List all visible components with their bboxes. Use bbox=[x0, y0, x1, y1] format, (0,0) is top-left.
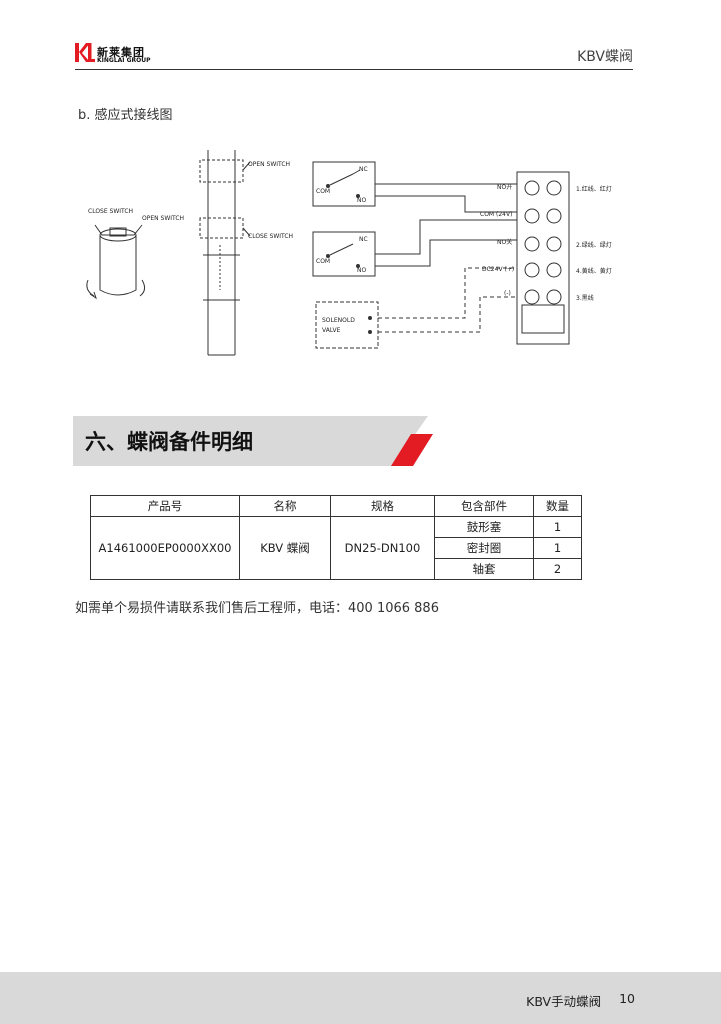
cell-component: 轴套 bbox=[434, 558, 534, 580]
label-minus: (-) bbox=[504, 290, 511, 297]
table-row: 密封圈 1 bbox=[91, 537, 582, 559]
sensor-shaft-sketch bbox=[199, 150, 251, 356]
page-number: 10 bbox=[619, 991, 635, 1006]
col-qty: 数量 bbox=[533, 495, 582, 517]
col-product-no: 产品号 bbox=[90, 495, 240, 517]
cell-qty: 2 bbox=[533, 558, 582, 580]
footer-label: KBV手动蝶阀 bbox=[526, 994, 602, 1009]
banner-background bbox=[73, 416, 433, 466]
col-spec: 规格 bbox=[330, 495, 435, 517]
label-no-close: NO关 bbox=[497, 238, 512, 246]
label-no-2: NO bbox=[357, 267, 366, 274]
label-no-1: NO bbox=[357, 197, 366, 204]
section-b-heading: b. 感应式接线图 bbox=[78, 108, 173, 123]
label-wire-3: 3.黑线 bbox=[576, 294, 594, 302]
cell-product-no: A1461000EP0000XX00 bbox=[90, 516, 240, 580]
label-nc-1: NC bbox=[359, 166, 368, 173]
label-close-switch-small: CLOSE SWITCH bbox=[88, 208, 133, 215]
label-solenoid-1: SOLENOLD bbox=[322, 317, 355, 324]
table-row: A1461000EP0000XX00 KBV 蝶阀 DN25-DN100 鼓形塞… bbox=[90, 516, 582, 580]
label-close-switch: CLOSE SWITCH bbox=[248, 233, 293, 240]
label-com-1: COM bbox=[316, 188, 330, 195]
label-no-open: NO开 bbox=[497, 184, 512, 191]
col-name: 名称 bbox=[239, 495, 331, 517]
table-header-row: 产品号 名称 规格 包含部件 数量 bbox=[90, 495, 582, 517]
label-open-switch-small: OPEN SWITCH bbox=[142, 215, 184, 222]
header-divider bbox=[75, 69, 633, 70]
label-nc-2: NC bbox=[359, 236, 368, 243]
kl-logo-icon bbox=[75, 43, 95, 62]
cell-spec: DN25-DN100 bbox=[330, 516, 435, 580]
header-title: KBV蝶阀 bbox=[577, 49, 633, 65]
section-6-title: 六、蝶阀备件明细 bbox=[85, 430, 253, 454]
label-dc24v: DC24V (+) bbox=[482, 266, 514, 273]
label-solenoid-2: VALVE bbox=[322, 327, 341, 334]
cell-name: KBV 蝶阀 bbox=[239, 516, 331, 580]
label-open-switch: OPEN SWITCH bbox=[248, 161, 290, 168]
col-components: 包含部件 bbox=[434, 495, 534, 517]
cell-component: 鼓形塞 bbox=[434, 516, 534, 538]
section-6-banner: 六、蝶阀备件明细 bbox=[73, 416, 438, 466]
table-row: 轴套 2 bbox=[91, 558, 582, 580]
label-wire-4: 4.黄线、黄灯 bbox=[576, 267, 612, 275]
label-wire-1: 1.红线、红灯 bbox=[576, 185, 612, 193]
logo-english-name: KINGLAI GROUP bbox=[97, 57, 151, 64]
page-footer: KBV手动蝶阀 10 bbox=[0, 972, 721, 1024]
cell-component: 密封圈 bbox=[434, 537, 534, 559]
cell-qty: 1 bbox=[533, 516, 582, 538]
logo-chinese-name: 新莱集团 bbox=[97, 46, 145, 59]
label-com-24v: COM (24V) bbox=[480, 211, 512, 218]
contact-note: 如需单个易损件请联系我们售后工程师，电话：400 1066 886 bbox=[75, 601, 439, 616]
cell-qty: 1 bbox=[533, 537, 582, 559]
valve-actuator-sketch bbox=[86, 224, 146, 300]
company-logo: 新莱集团 KINGLAI GROUP bbox=[75, 40, 165, 70]
label-com-2: COM bbox=[316, 258, 330, 265]
wiring-diagram: CLOSE SWITCH OPEN SWITCH OPEN SWITCH CLO… bbox=[86, 150, 612, 356]
label-wire-2: 2.绿线、绿灯 bbox=[576, 241, 612, 249]
spare-parts-table: 产品号 名称 规格 包含部件 数量 A1461000EP0000XX00 KBV… bbox=[90, 495, 582, 580]
